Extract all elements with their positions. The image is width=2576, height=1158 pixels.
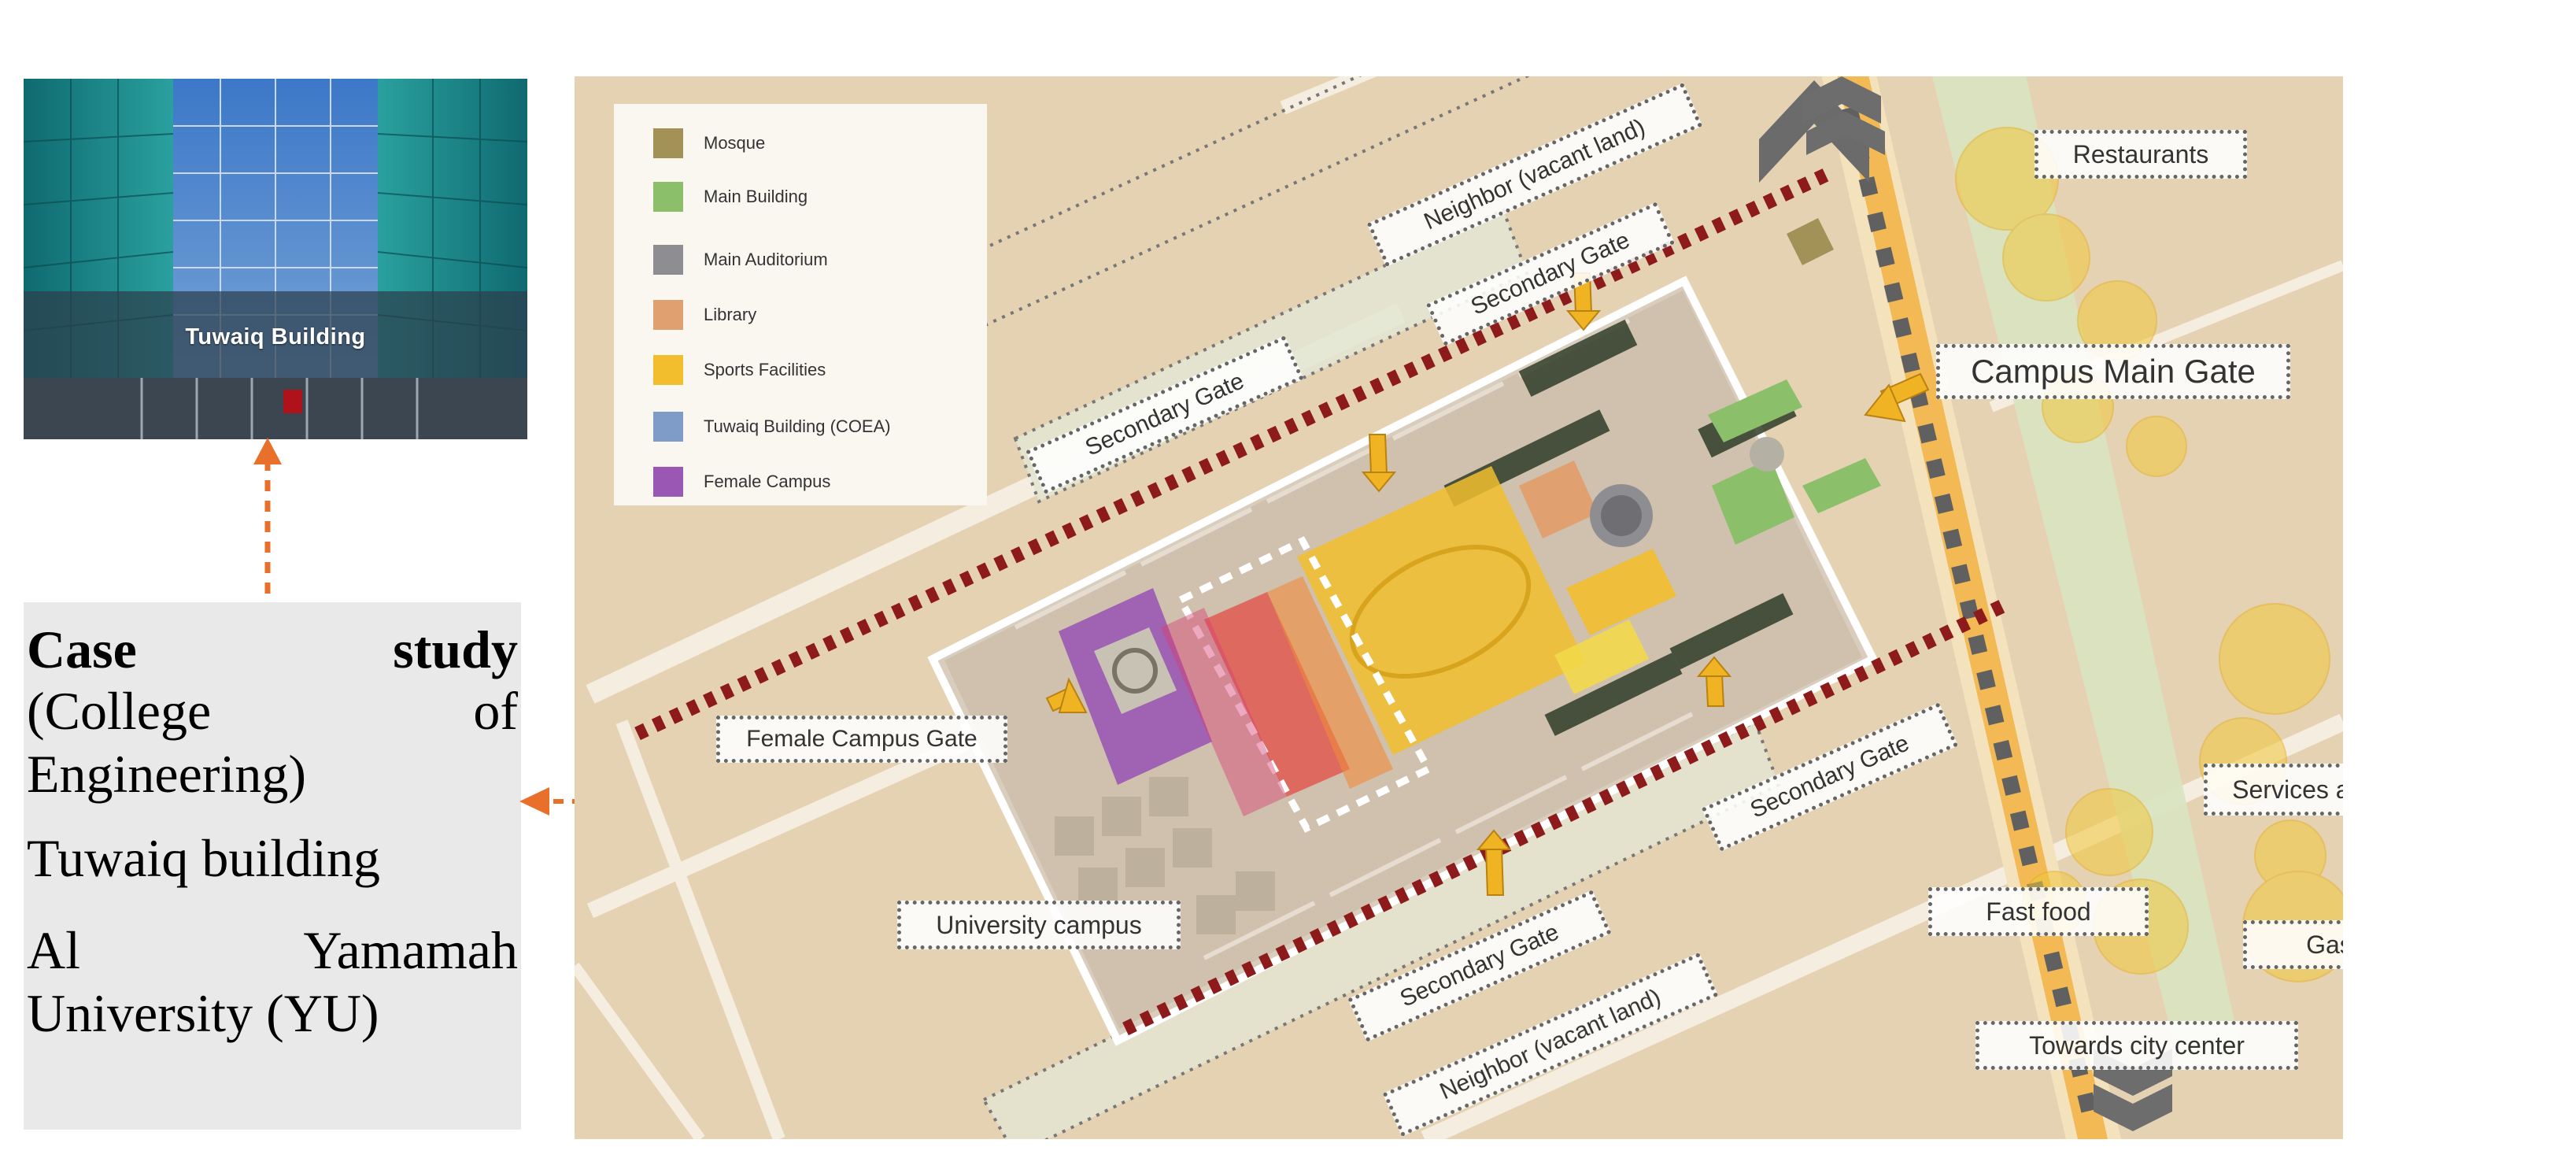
case-study-panel: Case study (College of Engineering) Tuwa…: [24, 602, 521, 1130]
legend-item-female-campus: Female Campus: [653, 466, 830, 498]
case-university-left: Al: [27, 920, 80, 980]
label-university-campus: University campus: [897, 901, 1181, 949]
legend-label: Tuwaiq Building (COEA): [704, 416, 891, 436]
legend-swatch: [653, 300, 683, 330]
label-female-campus-gate: Female Campus Gate: [716, 716, 1007, 763]
case-subtitle-right: of: [473, 681, 518, 741]
legend-item-library: Library: [653, 299, 756, 331]
legend-swatch: [653, 128, 683, 158]
map-legend: Mosque Main Building Main Auditorium Lib…: [614, 104, 987, 505]
campus-site-map: Mosque Main Building Main Auditorium Lib…: [575, 76, 2343, 1139]
legend-swatch: [653, 467, 683, 497]
legend-label: Sports Facilities: [704, 360, 826, 379]
photo-link-arrow: [253, 438, 282, 614]
legend-item-sports-facilities: Sports Facilities: [653, 354, 826, 386]
legend-label: Main Building: [704, 187, 808, 206]
legend-label: Main Auditorium: [704, 250, 828, 269]
legend-swatch: [653, 412, 683, 442]
case-university-line2: University (YU): [27, 983, 379, 1043]
case-university-line1: Al Yamamah: [27, 919, 518, 982]
label-services-facilities: Services and facilities: [2204, 764, 2343, 816]
case-title-left: Case: [27, 620, 137, 679]
legend-label: Mosque: [704, 133, 766, 153]
case-university-right: Yamamah: [303, 920, 518, 980]
map-link-arrow: [519, 787, 1338, 816]
case-title-right: study: [393, 620, 518, 679]
label-fast-food: Fast food: [1928, 887, 2149, 936]
case-study-title: Case study: [27, 618, 518, 681]
photo-building-label: Tuwaiq Building: [185, 324, 366, 350]
tuwaiq-building-photo: Tuwaiq Building: [24, 79, 527, 439]
legend-item-tuwaiq-building: Tuwaiq Building (COEA): [653, 411, 891, 442]
label-restaurants: Restaurants: [2035, 130, 2247, 179]
legend-swatch: [653, 245, 683, 275]
case-building-name: Tuwaiq building: [27, 828, 381, 888]
legend-item-main-building: Main Building: [653, 181, 808, 213]
legend-swatch: [653, 182, 683, 212]
legend-label: Library: [704, 305, 757, 324]
case-subtitle-left: (College: [27, 681, 212, 741]
label-towards-city-center: Towards city center: [1975, 1021, 2298, 1070]
case-subtitle-line1: (College of: [27, 679, 518, 742]
building-facade-image: [24, 79, 527, 439]
legend-swatch: [653, 355, 683, 385]
label-campus-main-gate: Campus Main Gate: [1936, 344, 2290, 399]
legend-item-mosque: Mosque: [653, 128, 765, 159]
legend-item-main-auditorium: Main Auditorium: [653, 244, 828, 276]
label-gas-station: Gas station: [2243, 920, 2343, 969]
case-subtitle-line2: Engineering): [27, 744, 306, 804]
legend-label: Female Campus: [704, 472, 831, 491]
